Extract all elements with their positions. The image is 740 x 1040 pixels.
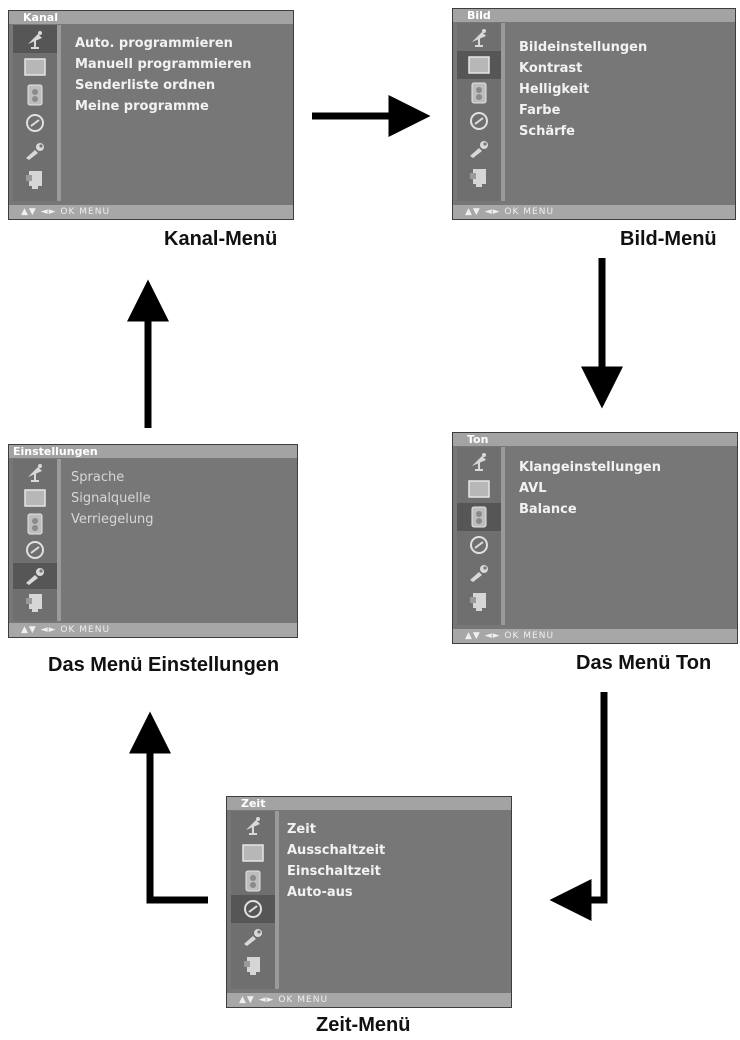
menu-item-sprache[interactable]: Sprache	[71, 470, 125, 485]
wrench-icon[interactable]	[13, 137, 57, 165]
bild-menu-caption: Bild-Menü	[620, 228, 717, 250]
picture-icon[interactable]	[13, 53, 57, 81]
menu-item-helligkeit[interactable]: Helligkeit	[519, 82, 590, 97]
ton-menu-items: Klangeinstellungen AVL Balance	[519, 457, 731, 520]
menu-item-schaerfe[interactable]: Schärfe	[519, 124, 575, 139]
menu-item-bildeinstellungen[interactable]: Bildeinstellungen	[519, 40, 648, 55]
antenna-icon[interactable]	[13, 25, 57, 53]
zeit-menu-title: Zeit	[227, 797, 511, 810]
einstellungen-menu-title: Einstellungen	[9, 445, 297, 458]
menu-item-meine-programme[interactable]: Meine programme	[75, 99, 209, 114]
menu-item-senderliste-ordnen[interactable]: Senderliste ordnen	[75, 78, 216, 93]
ton-menu-navigation-hint: ▲▼ ◄► OK MENU	[453, 629, 737, 643]
kanal-menu-divider	[57, 25, 61, 201]
wrench-icon[interactable]	[457, 135, 501, 163]
arrow-ton-to-zeit	[549, 692, 608, 921]
menu-item-zeit[interactable]: Zeit	[287, 822, 316, 837]
sound-icon[interactable]	[457, 503, 501, 531]
bild-menu-navigation-hint: ▲▼ ◄► OK MENU	[453, 205, 735, 219]
einstellungen-menu-sidebar	[13, 459, 57, 621]
ton-menu-screen: Ton Klangeinstellungen AVL Balance ▲▼ ◄►…	[452, 432, 738, 644]
clock-icon[interactable]	[457, 107, 501, 135]
clock-icon[interactable]	[457, 531, 501, 559]
kanal-menu-caption: Kanal-Menü	[164, 228, 278, 250]
wrench-icon[interactable]	[457, 559, 501, 587]
sound-icon[interactable]	[457, 79, 501, 107]
menu-item-auto-programmieren[interactable]: Auto. programmieren	[75, 36, 233, 51]
menu-item-auto-aus[interactable]: Auto-aus	[287, 885, 353, 900]
einstellungen-menu-items: Sprache Signalquelle Verriegelung	[71, 467, 291, 530]
antenna-icon[interactable]	[457, 23, 501, 51]
menu-item-signalquelle[interactable]: Signalquelle	[71, 491, 151, 506]
input-icon[interactable]	[457, 587, 501, 615]
zeit-menu-caption: Zeit-Menü	[316, 1014, 411, 1036]
bild-menu-sidebar	[457, 23, 501, 201]
clock-icon[interactable]	[13, 109, 57, 137]
einstellungen-menu-divider	[57, 459, 61, 621]
wrench-icon[interactable]	[231, 923, 275, 951]
bild-menu-divider	[501, 23, 505, 201]
sound-icon[interactable]	[231, 867, 275, 895]
picture-icon[interactable]	[13, 485, 57, 511]
zeit-menu-items: Zeit Ausschaltzeit Einschaltzeit Auto-au…	[287, 819, 505, 903]
ton-menu-divider	[501, 447, 505, 625]
zeit-menu-navigation-hint: ▲▼ ◄► OK MENU	[227, 993, 511, 1007]
input-icon[interactable]	[457, 163, 501, 191]
antenna-icon[interactable]	[231, 811, 275, 839]
menu-item-manuell-programmieren[interactable]: Manuell programmieren	[75, 57, 252, 72]
picture-icon[interactable]	[231, 839, 275, 867]
kanal-menu-title: Kanal	[9, 11, 293, 24]
einstellungen-menu-screen: Einstellungen Sprache Signalquelle Verri…	[8, 444, 298, 638]
antenna-icon[interactable]	[13, 459, 57, 485]
antenna-icon[interactable]	[457, 447, 501, 475]
clock-icon[interactable]	[231, 895, 275, 923]
menu-item-verriegelung[interactable]: Verriegelung	[71, 512, 154, 527]
einstellungen-menu-caption: Das Menü Einstellungen	[48, 654, 280, 676]
kanal-menu-navigation-hint: ▲▼ ◄► OK MENU	[9, 205, 293, 219]
menu-item-farbe[interactable]: Farbe	[519, 103, 561, 118]
menu-item-balance[interactable]: Balance	[519, 502, 577, 517]
bild-menu-items: Bildeinstellungen Kontrast Helligkeit Fa…	[519, 37, 729, 142]
zeit-menu-divider	[275, 811, 279, 989]
menu-item-kontrast[interactable]: Kontrast	[519, 61, 583, 76]
input-icon[interactable]	[231, 951, 275, 979]
menu-item-klangeinstellungen[interactable]: Klangeinstellungen	[519, 460, 661, 475]
menu-item-avl[interactable]: AVL	[519, 481, 547, 496]
input-icon[interactable]	[13, 165, 57, 193]
sound-icon[interactable]	[13, 81, 57, 109]
input-icon[interactable]	[13, 589, 57, 615]
zeit-menu-screen: Zeit Zeit Ausschaltzeit Einschaltzeit Au…	[226, 796, 512, 1008]
ton-menu-title: Ton	[453, 433, 737, 446]
kanal-menu-items: Auto. programmieren Manuell programmiere…	[75, 33, 287, 117]
wrench-icon[interactable]	[13, 563, 57, 589]
arrow-zeit-to-einstellungen	[129, 711, 208, 904]
zeit-menu-sidebar	[231, 811, 275, 989]
ton-menu-sidebar	[457, 447, 501, 625]
picture-icon[interactable]	[457, 475, 501, 503]
bild-menu-screen: Bild Bildeinstellungen Kontrast Helligke…	[452, 8, 736, 220]
kanal-menu-sidebar	[13, 25, 57, 201]
bild-menu-title: Bild	[453, 9, 735, 22]
kanal-menu-screen: Kanal Auto. programmieren Manuell progra…	[8, 10, 294, 220]
menu-item-ausschaltzeit[interactable]: Ausschaltzeit	[287, 843, 386, 858]
ton-menu-caption: Das Menü Ton	[576, 652, 712, 674]
menu-item-einschaltzeit[interactable]: Einschaltzeit	[287, 864, 381, 879]
clock-icon[interactable]	[13, 537, 57, 563]
picture-icon[interactable]	[457, 51, 501, 79]
sound-icon[interactable]	[13, 511, 57, 537]
einstellungen-menu-navigation-hint: ▲▼ ◄► OK MENU	[9, 623, 297, 637]
